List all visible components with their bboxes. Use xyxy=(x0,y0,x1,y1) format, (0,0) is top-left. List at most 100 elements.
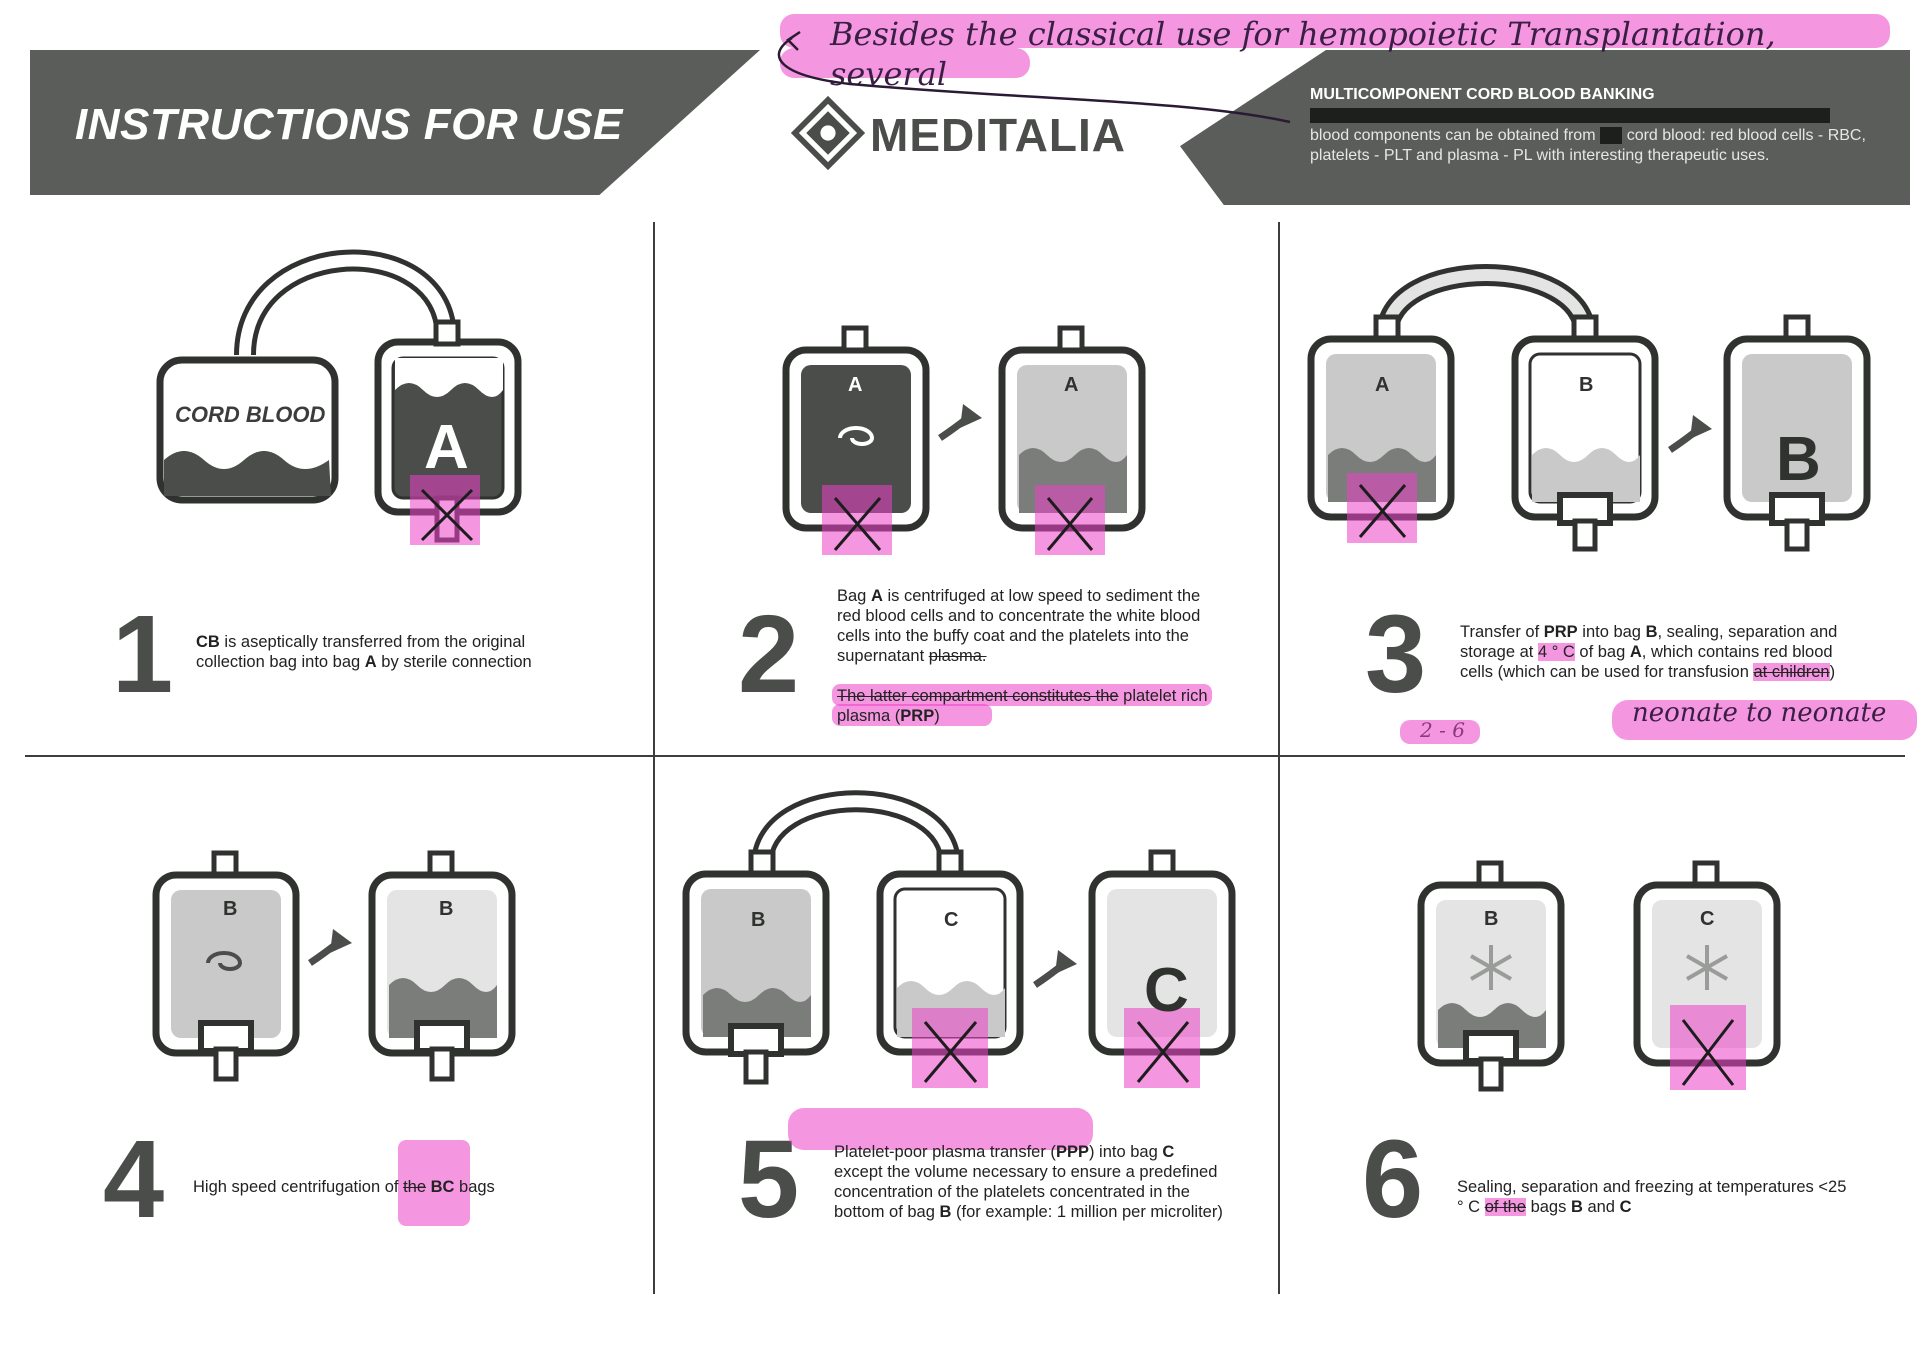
step-1-post: by sterile connection xyxy=(376,653,532,671)
snowflake-icon xyxy=(1470,945,1512,990)
bag-b-label-6: B xyxy=(1484,908,1499,930)
step-2-illustration xyxy=(782,325,1146,555)
step-6-text: Sealing, separation and freezing at temp… xyxy=(1457,1177,1857,1217)
highlight-header-note-2 xyxy=(780,48,1030,78)
step-4-illustration xyxy=(152,850,516,1082)
highlight-step-4 xyxy=(398,1140,470,1226)
bag-c-label-6: C xyxy=(1700,908,1715,930)
s3b: into bag xyxy=(1577,623,1646,641)
highlight-step-3-hand xyxy=(1612,700,1917,740)
redacted-line xyxy=(1310,108,1830,123)
s4a: High speed centrifugation of xyxy=(193,1178,404,1196)
highlight-step-2 xyxy=(832,684,1212,706)
bag-b-label-4b: B xyxy=(439,898,454,920)
step-4-number: 4 xyxy=(103,1118,165,1241)
step-1-number: 1 xyxy=(112,593,174,716)
step-5-number: 5 xyxy=(738,1118,800,1241)
page-title: INSTRUCTIONS FOR USE xyxy=(75,100,623,149)
bag-c-label-5: C xyxy=(944,909,959,931)
s6bagb: B xyxy=(1570,1198,1583,1216)
s3baga: A xyxy=(1629,643,1642,661)
s2p2rest: platelet rich plasma ( xyxy=(837,687,1208,725)
meditalia-logo-icon xyxy=(790,95,866,171)
s4struck: the xyxy=(403,1178,426,1196)
bag-c-label-large-5: C xyxy=(1144,956,1189,1025)
bag-b-label-large-3: B xyxy=(1776,425,1821,494)
step-1-cb: CB xyxy=(196,633,220,651)
highlight-step-5 xyxy=(788,1108,1093,1150)
snowflake-icon-2 xyxy=(1686,945,1728,990)
s4bc: BC xyxy=(430,1178,455,1196)
brand-name: MEDITALIA xyxy=(870,109,1127,161)
highlight-step-3-hand2 xyxy=(1400,720,1480,744)
s6b: bags xyxy=(1525,1198,1571,1216)
step-2-number: 2 xyxy=(738,593,800,716)
step-6-illustration xyxy=(1417,860,1781,1092)
grid-divider-v2 xyxy=(1278,222,1280,1294)
step-1-mid: is aseptically transferred from the orig… xyxy=(196,633,526,671)
s5bagb: B xyxy=(939,1203,952,1221)
s6c: and xyxy=(1582,1198,1620,1216)
s2prp: PRP xyxy=(900,707,935,725)
s2a: Bag xyxy=(837,587,871,605)
step-3-number: 3 xyxy=(1365,593,1427,716)
step-3-illustration xyxy=(1307,264,1871,552)
redacted-word: the xyxy=(1599,127,1623,144)
grid-divider-h xyxy=(25,755,1905,757)
s3c: , sealing, separation and storage at xyxy=(1460,623,1838,661)
bag-a-label-3: A xyxy=(1375,374,1390,396)
s2p2struck: The latter compartment constitutes the xyxy=(837,687,1119,705)
step-5-illustration xyxy=(682,790,1236,1088)
step-1-bag: A xyxy=(364,653,377,671)
handwritten-neonate: neonate to neonate xyxy=(1632,698,1887,728)
step-3-text: Transfer of PRP into bag B, sealing, sep… xyxy=(1460,622,1855,682)
bag-a-label-2b: A xyxy=(1064,374,1079,396)
section-text-start: blood components can be obtained from xyxy=(1310,127,1596,144)
s3temp: 4 ° C xyxy=(1537,643,1575,661)
bag-b-label-4a: B xyxy=(223,898,238,920)
section-text-rest: cord blood: red blood cells - RBC, plate… xyxy=(1310,127,1866,164)
s2end: ) xyxy=(934,707,940,725)
s5c: except the volume necessary to ensure a … xyxy=(834,1163,1218,1221)
s3f: ) xyxy=(1829,663,1836,681)
step-4-text: High speed centrifugation of the BC bags xyxy=(193,1177,593,1197)
cord-blood-label: CORD BLOOD xyxy=(175,402,326,427)
s2b: is centrifuged at low speed to sediment … xyxy=(837,587,1201,665)
s3a: Transfer of xyxy=(1460,623,1544,641)
s3struck: at children xyxy=(1753,663,1830,681)
s5b: ) into bag xyxy=(1088,1143,1163,1161)
bag-a-label-2a: A xyxy=(848,374,863,396)
step-1-illustration xyxy=(156,249,522,545)
s6a: Sealing, separation and freezing at temp… xyxy=(1457,1178,1847,1216)
highlight-step-2b xyxy=(832,704,992,726)
step-5-text: Platelet-poor plasma transfer (PPP) into… xyxy=(834,1142,1224,1222)
s5a: Platelet-poor plasma transfer ( xyxy=(834,1143,1056,1161)
s6bagc: C xyxy=(1619,1198,1632,1216)
annotation-arrow xyxy=(777,30,1291,124)
s4b: bags xyxy=(454,1178,495,1196)
handwritten-2-6: 2 - 6 xyxy=(1420,718,1465,742)
s3prp: PRP xyxy=(1543,623,1578,641)
s5ppp: PPP xyxy=(1055,1143,1089,1161)
highlight-header-note xyxy=(780,14,1890,48)
step-2-text-2: The latter compartment constitutes the p… xyxy=(837,686,1227,726)
s6struck: of the xyxy=(1484,1198,1526,1216)
s3bagb: B xyxy=(1645,623,1658,641)
bag-b-label-5: B xyxy=(751,909,766,931)
s5bagc: C xyxy=(1162,1143,1175,1161)
header-right-banner xyxy=(1180,50,1910,205)
step-6-number: 6 xyxy=(1362,1118,1424,1241)
bag-a-label-large: A xyxy=(424,413,469,482)
s2bag: A xyxy=(870,587,883,605)
grid-divider-v1 xyxy=(653,222,655,1294)
s3e: , which contains red blood cells (which … xyxy=(1460,643,1833,681)
step-2-text: Bag A is centrifuged at low speed to sed… xyxy=(837,586,1227,666)
step-1-text: CB is aseptically transferred from the o… xyxy=(196,632,576,672)
s2struck: plasma. xyxy=(928,647,987,665)
s3d: of bag xyxy=(1574,643,1630,661)
bag-b-label-3: B xyxy=(1579,374,1594,396)
handwritten-note: Besides the classical use for hemopoieti… xyxy=(830,15,1776,93)
s5d: (for example: 1 million per microliter) xyxy=(951,1203,1223,1221)
section-text: blood components can be obtained from th… xyxy=(1310,126,1870,166)
section-title: MULTICOMPONENT CORD BLOOD BANKING xyxy=(1310,86,1655,103)
